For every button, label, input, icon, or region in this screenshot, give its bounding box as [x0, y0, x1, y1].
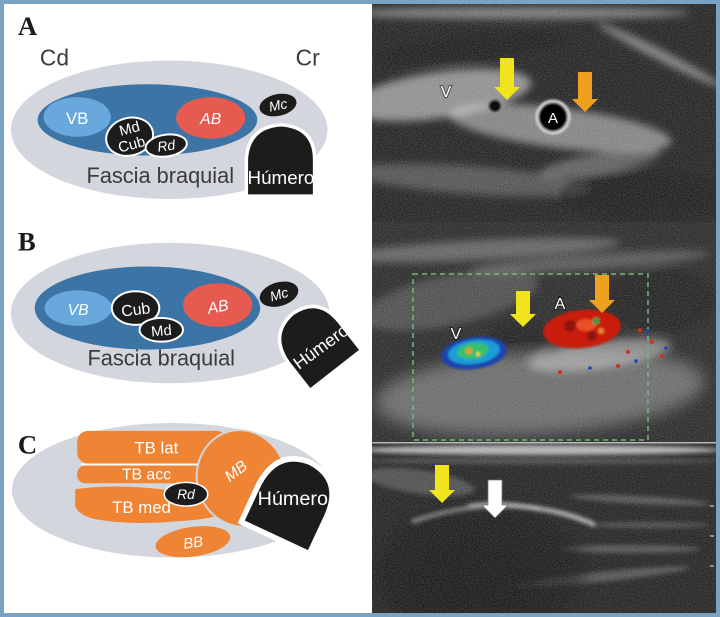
yellow-down-arrow-icon — [510, 291, 536, 327]
orange-down-arrow-icon — [589, 275, 615, 313]
rd-nerve-label: Rd — [156, 136, 177, 154]
md-cub-nerves-shape — [105, 116, 155, 157]
mc-nerve-label: Mc — [268, 284, 290, 304]
md-nerve-label: Md — [118, 119, 142, 140]
artery-vessel-shape — [535, 99, 571, 135]
rd-nerve-label: Rd — [177, 486, 196, 502]
humerus-shape — [237, 456, 335, 558]
fascia-label: Fascia braquial — [87, 163, 234, 188]
cub-nerve-shape — [110, 290, 161, 326]
yellow-down-arrow-icon — [429, 465, 455, 503]
artery-shape — [183, 283, 253, 327]
rd-nerve-shape — [144, 133, 188, 158]
fascia-label: Fascia braquial — [88, 345, 235, 370]
vein-doppler-flow — [441, 336, 507, 370]
tb-lat-muscle-shape — [77, 430, 228, 464]
artery-label: AB — [199, 111, 221, 128]
doppler-roi-box — [412, 273, 649, 441]
tb-lat-label: TB lat — [134, 439, 178, 458]
ultrasound-bottom-image — [372, 442, 716, 613]
artery-marker-label: A — [555, 296, 566, 313]
vein-shape — [43, 97, 111, 137]
mc-nerve-label: Mc — [267, 95, 288, 115]
md-nerve-shape — [138, 316, 185, 343]
mc-nerve-shape — [259, 93, 297, 117]
image-separator-line — [372, 442, 716, 444]
orientation-caudal-label: Cd — [40, 44, 69, 70]
vein-shape — [44, 290, 112, 326]
orientation-cranial-label: Cr — [296, 44, 320, 70]
vein-label: VB — [66, 109, 88, 128]
humerus-label: Húmero — [248, 167, 315, 188]
panel-b-label: B — [18, 227, 36, 257]
tb-acc-muscle-shape — [77, 465, 216, 484]
panel-b-diagram: B VB Cub Md AB Mc Fascia braquial Húmero — [10, 227, 364, 393]
orange-down-arrow-icon — [572, 72, 598, 112]
humerus-label: Húmero — [258, 488, 328, 510]
panel-c-diagram: C TB lat TB acc TB med BB MB Rd Húmero — [11, 422, 335, 558]
tb-med-label: TB med — [112, 498, 171, 517]
artery-label: AB — [205, 297, 230, 318]
bb-muscle-shape — [155, 526, 231, 558]
panel-c-label: C — [18, 430, 37, 460]
small-vessel-shape — [487, 98, 503, 114]
humerus-shape — [244, 123, 317, 198]
ultrasound-middle-image: V A — [372, 222, 716, 442]
artery-doppler-flow — [543, 309, 621, 349]
panel-a-diagram: A Cd Cr VB AB Md Cub Rd Mc Fascia braqui… — [10, 11, 328, 200]
tb-acc-label: TB acc — [122, 466, 171, 483]
mc-nerve-shape — [259, 281, 299, 307]
vein-marker-label: V — [441, 84, 452, 101]
bb-label: BB — [182, 534, 204, 553]
vein-marker-label: V — [451, 326, 462, 343]
md-nerve-label: Md — [150, 323, 172, 341]
humerus-shape — [277, 304, 364, 393]
speckle-texture — [372, 443, 716, 613]
artery-shape — [176, 97, 246, 139]
cub-nerve-label: Cub — [120, 300, 151, 320]
ultrasound-top-image: V A — [372, 4, 716, 222]
vein-label: VB — [68, 302, 89, 319]
artery-marker-label: A — [548, 110, 558, 127]
white-down-arrow-icon — [481, 479, 509, 519]
cub-nerve-label: Cub — [117, 134, 147, 156]
depth-marker-ticks — [710, 505, 714, 567]
doppler-speckle-dots — [558, 328, 668, 374]
panel-a-label: A — [18, 11, 38, 41]
rd-nerve-shape — [163, 481, 209, 507]
yellow-down-arrow-icon — [494, 58, 520, 100]
